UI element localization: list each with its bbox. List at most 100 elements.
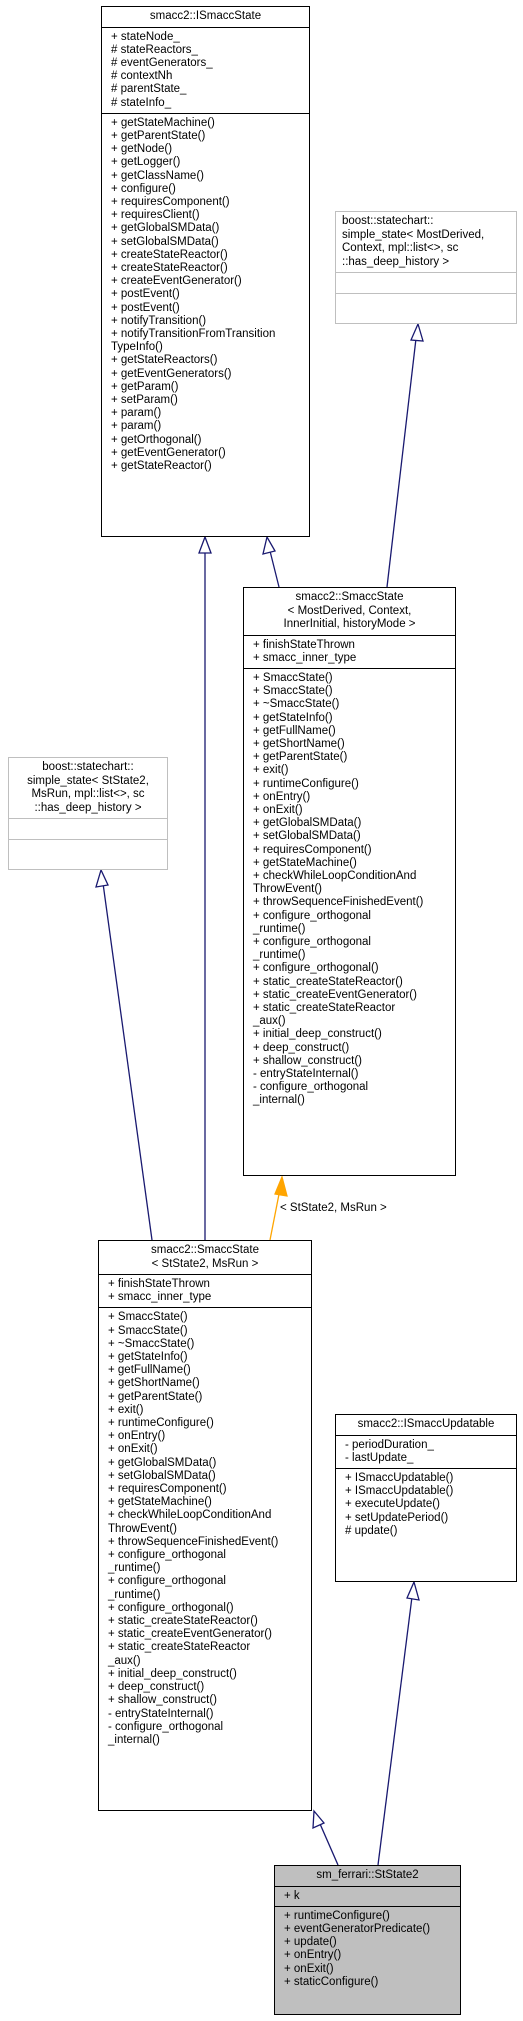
member-line: _runtime() [108, 1588, 161, 1601]
member-line: + getParentState() [253, 751, 348, 764]
member-line: + deep_construct() [253, 1041, 350, 1054]
member-line: + getStateInfo() [108, 1351, 188, 1364]
member-line: - periodDuration_ [345, 1438, 434, 1451]
member-line: - entryStateInternal() [108, 1707, 214, 1720]
member-line: _runtime() [108, 1562, 161, 1575]
class-boost-simple-state-ststate2[interactable]: boost::statechart:: simple_state< StStat… [8, 757, 168, 870]
member-line: + param() [111, 420, 162, 433]
member-line: + configure_orthogonal [253, 935, 371, 948]
member-line: + postEvent() [111, 301, 180, 314]
member-line: TypeInfo() [111, 341, 163, 354]
member-line: + getStateMachine() [253, 856, 357, 869]
member-line: # eventGenerators_ [111, 56, 213, 69]
member-line: + getGlobalSMData() [108, 1456, 217, 1469]
member-line: + smacc_inner_type [108, 1291, 212, 1304]
member-line: + getFullName() [108, 1364, 191, 1377]
attributes-section [9, 818, 167, 839]
edge-arrowhead [262, 535, 276, 555]
member-line: + ISmaccUpdatable() [345, 1471, 454, 1484]
member-line: + getParam() [111, 380, 179, 393]
attributes-section: + finishStateThrown+ smacc_inner_type [99, 1274, 311, 1307]
member-line: + SmaccState() [253, 671, 333, 684]
member-line: + initial_deep_construct() [253, 1028, 382, 1041]
member-line: _aux() [108, 1654, 141, 1667]
edge-smaccstate-template-to-boost-generic [386, 329, 418, 588]
member-line: + SmaccState() [108, 1324, 188, 1337]
member-line: + notifyTransition() [111, 314, 207, 327]
methods-section: + getStateMachine()+ getParentState()+ g… [102, 112, 309, 476]
class-ismaccupdatable[interactable]: smacc2::ISmaccUpdatable - periodDuration… [335, 1414, 517, 1582]
member-line: + createStateReactor() [111, 261, 228, 274]
member-line: + exit() [253, 764, 289, 777]
member-line: + ISmaccUpdatable() [345, 1485, 454, 1498]
member-line: _internal() [108, 1733, 160, 1746]
member-line: + ~SmaccState() [253, 698, 340, 711]
edge-smaccstate-ststate2-to-boost-ststate2 [101, 875, 153, 1241]
member-line: + onEntry() [253, 790, 311, 803]
member-line: + createEventGenerator() [111, 275, 242, 288]
member-line: + deep_construct() [108, 1681, 205, 1694]
member-line: + static_createEventGenerator() [253, 988, 417, 1001]
class-title: smacc2::SmaccState < MostDerived, Contex… [283, 591, 416, 630]
member-line: + checkWhileLoopConditionAnd [253, 869, 417, 882]
member-line: + static_createEventGenerator() [108, 1628, 272, 1641]
member-line: + getGlobalSMData() [253, 817, 362, 830]
member-line: + onExit() [284, 1962, 334, 1975]
member-line: + setGlobalSMData() [108, 1469, 216, 1482]
member-line: + runtimeConfigure() [253, 777, 359, 790]
edge-arrowhead [95, 868, 109, 888]
member-line: + throwSequenceFinishedEvent() [108, 1535, 279, 1548]
member-line: + getStateMachine() [108, 1496, 212, 1509]
member-line: + shallow_construct() [108, 1694, 217, 1707]
member-line: + postEvent() [111, 288, 180, 301]
methods-section [336, 293, 516, 314]
member-line: # contextNh [111, 70, 173, 83]
member-line: + static_createStateReactor() [108, 1615, 258, 1628]
methods-section: + SmaccState()+ SmaccState()+ ~SmaccStat… [99, 1307, 311, 1750]
member-line: + finishStateThrown [108, 1278, 210, 1290]
member-line: _internal() [253, 1094, 305, 1107]
class-ststate2[interactable]: sm_ferrari::StState2 + k + runtimeConfig… [274, 1865, 461, 2015]
member-line: + configure_orthogonal [108, 1575, 226, 1588]
class-title: boost::statechart:: simple_state< StStat… [27, 761, 149, 814]
member-line: + getFullName() [253, 724, 336, 737]
member-line: + setGlobalSMData() [111, 235, 219, 248]
member-line: + getNode() [111, 143, 173, 156]
member-line: + runtimeConfigure() [284, 1909, 390, 1922]
member-line: + configure_orthogonal() [253, 962, 379, 975]
member-line: + requiresComponent() [253, 843, 372, 856]
edge-arrowhead [274, 1174, 288, 1197]
member-line: + requiresClient() [111, 209, 200, 222]
member-line: + getOrthogonal() [111, 433, 202, 446]
member-line: + setParam() [111, 393, 178, 406]
class-smaccstate-ststate2[interactable]: smacc2::SmaccState < StState2, MsRun > +… [98, 1240, 312, 1811]
member-line: + getStateMachine() [111, 116, 215, 129]
member-line: _aux() [253, 1015, 286, 1028]
member-line: + getShortName() [108, 1377, 200, 1390]
class-boost-simple-state-generic[interactable]: boost::statechart:: simple_state< MostDe… [335, 211, 517, 324]
member-line: + ~SmaccState() [108, 1337, 195, 1350]
member-line: ThrowEvent() [108, 1522, 178, 1535]
member-line: + update() [284, 1936, 337, 1949]
member-line: + getParentState() [108, 1390, 203, 1403]
member-line: + createStateReactor() [111, 248, 228, 261]
member-line: + throwSequenceFinishedEvent() [253, 896, 424, 909]
member-line: _runtime() [253, 922, 306, 935]
member-line: + getStateReactors() [111, 354, 218, 367]
member-line: + setUpdatePeriod() [345, 1511, 449, 1524]
class-ismaccstate[interactable]: smacc2::ISmaccState + stateNode_# stateR… [101, 6, 310, 537]
member-line: + getEventGenerators() [111, 367, 232, 380]
attributes-section: + k [275, 1885, 460, 1906]
attributes-section: + finishStateThrown+ smacc_inner_type [244, 634, 455, 668]
member-line: + smacc_inner_type [253, 651, 357, 664]
edge-arrowhead [406, 1580, 420, 1601]
member-line: + requiresComponent() [108, 1483, 227, 1496]
member-line: + onExit() [253, 803, 303, 816]
member-line: - configure_orthogonal [253, 1081, 369, 1094]
methods-section: + runtimeConfigure()+ eventGeneratorPred… [275, 1905, 460, 1992]
edge-arrowhead [312, 1809, 326, 1830]
class-title: smacc2::SmaccState < StState2, MsRun > [150, 1244, 259, 1270]
class-smaccstate-template[interactable]: smacc2::SmaccState < MostDerived, Contex… [243, 587, 456, 1176]
member-line: + requiresComponent() [111, 195, 230, 208]
